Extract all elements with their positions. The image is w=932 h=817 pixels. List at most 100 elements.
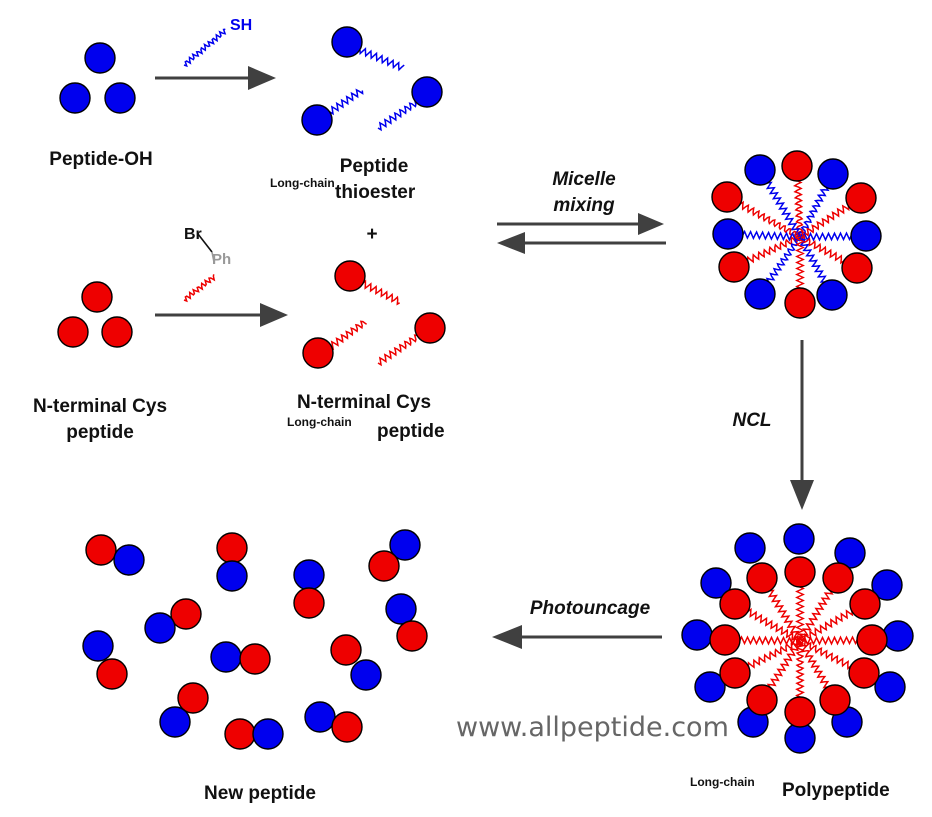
- polypeptide-outer-sphere: [783, 523, 815, 555]
- peptide-oh-sphere: [84, 42, 116, 74]
- sh-label: SH: [230, 17, 252, 34]
- new-peptide-sphere: [331, 711, 363, 743]
- arrowhead-forward-micelle: [638, 213, 664, 235]
- new-peptide-sphere: [177, 682, 209, 714]
- arrows: [155, 66, 814, 649]
- new-peptide-sphere: [239, 643, 271, 675]
- ncys-peptide-label-1: N-terminal Cys: [33, 396, 167, 417]
- new-peptide-label: New peptide: [204, 783, 316, 804]
- new-peptide-sphere: [304, 701, 336, 733]
- new-peptide-sphere: [293, 559, 325, 591]
- micelle-sphere: [718, 251, 750, 283]
- micelle-sphere: [781, 150, 813, 182]
- polypeptide-inner-sphere: [848, 657, 880, 689]
- thioester-sphere: [411, 76, 443, 108]
- ph-label: Ph: [212, 251, 231, 268]
- cys-chain: [377, 334, 422, 367]
- micelle-sphere: [784, 287, 816, 319]
- watermark: www.allpeptide.com: [456, 712, 729, 743]
- polypeptide-superscript: Long-chain: [690, 775, 755, 789]
- arrowhead-photouncage: [492, 625, 522, 649]
- ncys-peptide-label-2: peptide: [66, 422, 134, 443]
- photouncage-label: Photouncage: [530, 598, 651, 619]
- polypeptide-inner-sphere: [849, 588, 881, 620]
- cys-chain: [329, 320, 368, 351]
- polypeptide-outer-sphere: [694, 671, 726, 703]
- ncys-sphere: [57, 316, 89, 348]
- brph-reagent-chain: [183, 274, 216, 303]
- polypeptide-label: Polypeptide: [782, 780, 890, 801]
- new-peptide-sphere: [396, 620, 428, 652]
- micelle-sphere: [712, 218, 744, 250]
- thioester-sphere: [301, 104, 333, 136]
- micelle-sphere: [845, 182, 877, 214]
- polypeptide-outer-sphere: [681, 619, 713, 651]
- new-peptide-sphere: [210, 641, 242, 673]
- polypeptide-inner-sphere: [784, 556, 816, 588]
- thioester-label: thioester: [335, 182, 416, 203]
- new-peptide-sphere: [82, 630, 114, 662]
- thioester-chain: [329, 88, 364, 116]
- ncys-longchain-sphere: [302, 337, 334, 369]
- thioester-sphere: [331, 26, 363, 58]
- ncys-sphere: [81, 281, 113, 313]
- micelle-sphere: [744, 278, 776, 310]
- thioester-chain: [377, 99, 422, 132]
- peptide-spheres: [57, 26, 914, 754]
- peptide-thioester-label: Peptide: [340, 156, 409, 177]
- polypeptide-inner-sphere: [719, 657, 751, 689]
- new-peptide-sphere: [216, 532, 248, 564]
- ncys-longchain-sphere: [334, 260, 366, 292]
- br-bond: [197, 233, 213, 253]
- polypeptide-outer-sphere: [882, 620, 914, 652]
- new-peptide-sphere: [216, 560, 248, 592]
- new-peptide-sphere: [96, 658, 128, 690]
- arrowhead-thiol-coupling: [248, 66, 276, 90]
- polypeptide-outer-sphere: [734, 532, 766, 564]
- new-peptide-sphere: [85, 534, 117, 566]
- peptide-oh-sphere: [104, 82, 136, 114]
- br-label: Br: [184, 226, 202, 243]
- ncys-longchain-peptide-label: peptide: [377, 421, 445, 442]
- polypeptide-outer-sphere: [700, 567, 732, 599]
- sh-reagent-chain: [183, 28, 227, 68]
- peptide-oh-sphere: [59, 82, 91, 114]
- micelle-sphere: [817, 158, 849, 190]
- ncys-longchain-sphere: [414, 312, 446, 344]
- micelle-sphere: [744, 154, 776, 186]
- arrowhead-ncl: [790, 480, 814, 510]
- new-peptide-sphere: [293, 587, 325, 619]
- polypeptide-outer-sphere: [871, 569, 903, 601]
- polypeptide-inner-sphere: [709, 624, 741, 656]
- thioester-chain: [359, 47, 405, 72]
- ncys-longchain-label: N-terminal Cys: [297, 392, 431, 413]
- new-peptide-sphere: [144, 612, 176, 644]
- new-peptide-sphere: [350, 659, 382, 691]
- ncl-label: NCL: [732, 410, 771, 431]
- polypeptide-inner-sphere: [856, 624, 888, 656]
- mixing-label: mixing: [553, 195, 615, 216]
- new-peptide-sphere: [113, 544, 145, 576]
- arrowhead-reverse-micelle: [497, 232, 525, 254]
- polypeptide-inner-sphere: [784, 696, 816, 728]
- peptide-oh-label: Peptide-OH: [49, 149, 152, 170]
- new-peptide-sphere: [385, 593, 417, 625]
- micelle-sphere: [711, 181, 743, 213]
- wavy-chains: [183, 28, 873, 713]
- polypeptide-outer-sphere: [874, 671, 906, 703]
- polypeptide-inner-sphere: [746, 562, 778, 594]
- polypeptide-inner-sphere: [746, 684, 778, 716]
- ph-bond: [211, 251, 215, 263]
- micelle-sphere: [841, 252, 873, 284]
- ncys-longchain-superscript: Long-chain: [287, 415, 352, 429]
- new-peptide-sphere: [224, 718, 256, 750]
- polypeptide-inner-sphere: [822, 562, 854, 594]
- new-peptide-sphere: [389, 529, 421, 561]
- plus-sign: +: [366, 224, 377, 245]
- new-peptide-sphere: [159, 706, 191, 738]
- polypeptide-inner-sphere: [719, 588, 751, 620]
- new-peptide-sphere: [170, 598, 202, 630]
- micelle-sphere: [816, 279, 848, 311]
- ncys-sphere: [101, 316, 133, 348]
